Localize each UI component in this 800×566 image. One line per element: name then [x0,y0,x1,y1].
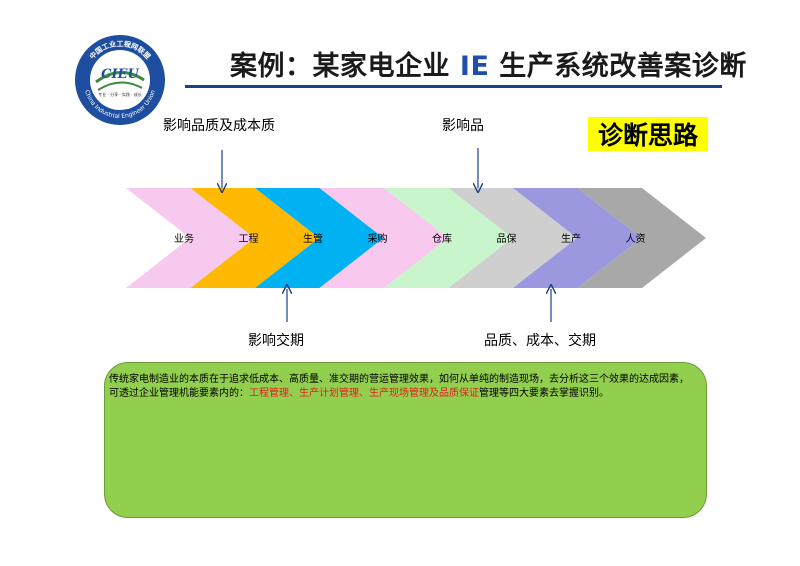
diagnosis-badge: 诊断思路 [588,117,708,151]
description-box: 传统家电制造业的本质在于追求低成本、高质量、准交期的营运管理效果，如何从单纯的制… [104,362,707,518]
chevron-step-2 [190,188,319,288]
title-suffix: 生产系统改善案诊断 [489,51,747,82]
cieu-logo: CIEU 专业 · 分享 · 实践 · 成长 中国工业工程网联盟 China I… [74,34,166,126]
chevron-step-7 [513,188,642,288]
chevron-step-8 [577,188,706,288]
chevron-step-5 [384,188,513,288]
description-line-1: 传统家电制造业的本质在于追求低成本、高质量、准交期的营运管理效果，如何从单纯的制… [109,374,689,385]
chevron-label-7: 生产 [561,232,581,245]
title-underline [185,85,722,88]
logo-motto-text: 专业 · 分享 · 实践 · 成长 [98,91,141,97]
description-prefix: 可透过企业管理机能要素内的： [109,388,249,399]
chevron-step-6 [448,188,577,288]
description-highlight: 工程管理、生产计划管理、生产现场管理及品质保证 [249,388,479,399]
chevron-label-4: 采购 [368,232,388,245]
title-prefix: 案例：某家电企业 [230,51,460,82]
chevron-label-5: 仓库 [432,232,452,245]
chevron-label-8: 人资 [626,233,646,245]
title-ie: IE [459,51,490,82]
chevron-step-3 [255,188,384,288]
page-title: 案例：某家电企业 IE 生产系统改善案诊断 [230,44,746,84]
chevron-step-1 [126,188,255,288]
chevron-label-6: 品保 [497,232,517,245]
annotation-bottom-right: 品质、成本、交期 [484,333,596,349]
annotation-top-right: 影响品 [442,118,484,134]
chevron-label-1: 业务 [174,232,194,245]
logo-center-text: CIEU [101,67,139,82]
description-line-2: 可透过企业管理机能要素内的：工程管理、生产计划管理、生产现场管理及品质保证管理等… [109,387,698,401]
annotation-top-left: 影响品质及成本质 [163,118,275,134]
logo-emblem-icon: CIEU 专业 · 分享 · 实践 · 成长 中国工业工程网联盟 China I… [75,35,165,125]
annotation-bottom-left: 影响交期 [248,333,304,349]
chevron-step-4 [319,188,448,288]
chevron-label-2: 工程 [239,233,259,245]
chevron-label-3: 生管 [303,232,323,245]
description-suffix: 管理等四大要素去掌握识别。 [479,388,609,399]
